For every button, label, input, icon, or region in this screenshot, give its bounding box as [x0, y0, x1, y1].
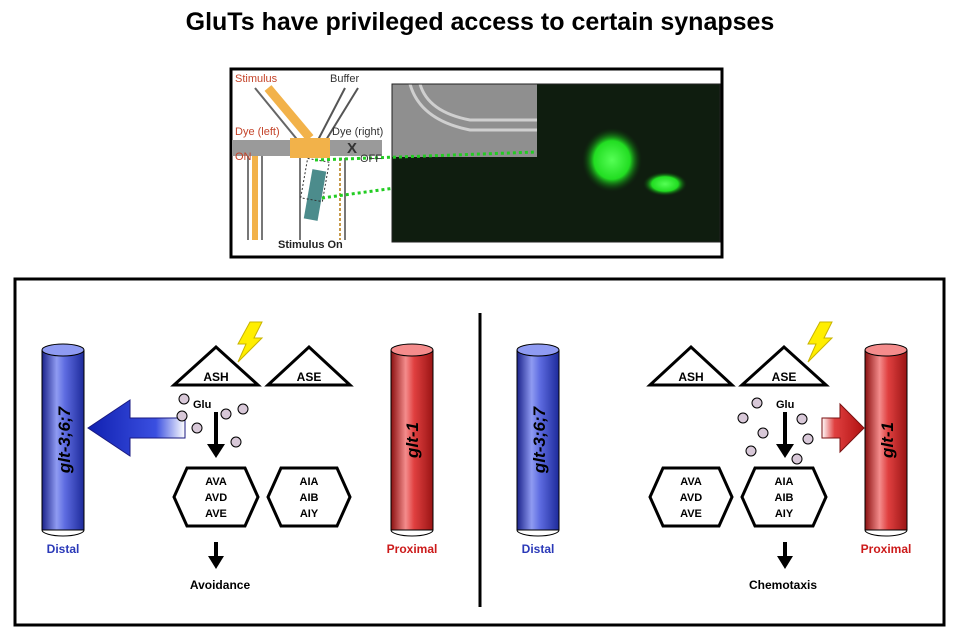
distal-cylinder: glt-3;6;7	[41, 343, 85, 537]
interneuron-label: AIY	[775, 508, 794, 520]
label-on: ON	[235, 151, 252, 163]
device-figure: Stimulus Buffer Dye (left) Dye (right) O…	[229, 67, 724, 259]
interneuron-label: AVA	[680, 476, 702, 488]
interneuron-label: AVD	[680, 492, 702, 504]
panel-left: glt-3;6;7 Distal glt-1 Proximal ASH ASE	[41, 321, 438, 592]
worm-body	[303, 169, 327, 221]
interneuron-label: AVA	[205, 476, 227, 488]
sensory-neuron-label: ASH	[203, 370, 228, 384]
transport-arrow-to-distal	[87, 399, 186, 457]
sensory-neuron-triangle	[264, 344, 354, 387]
distal-label: Distal	[47, 542, 80, 556]
label-off: OFF	[360, 153, 382, 165]
glutamate-vesicles	[176, 393, 249, 448]
sensory-neuron-triangle	[738, 344, 830, 387]
proximal-label: Proximal	[387, 542, 438, 556]
lightning-icon	[237, 321, 264, 363]
sensory-neuron-triangle	[170, 344, 262, 387]
label-buffer: Buffer	[330, 73, 359, 85]
proximal-gene-label: glt-1	[878, 422, 897, 459]
proximal-cylinder: glt-1	[390, 343, 434, 537]
label-dye-right: Dye (right)	[332, 126, 383, 138]
interneuron-label: AIA	[300, 476, 319, 488]
interneuron-hexagon	[648, 466, 734, 528]
zoom-line-upper	[314, 150, 538, 162]
panel-right: glt-3;6;7 Distal glt-1 Proximal ASH ASE	[516, 321, 912, 592]
interneuron-label: AVD	[205, 492, 227, 504]
sensory-neuron-label: ASH	[678, 370, 703, 384]
proximal-gene-label: glt-1	[403, 422, 422, 459]
interneuron-hexagon	[740, 466, 828, 528]
glu-label: Glu	[776, 399, 794, 411]
gfp-neuron-signal	[582, 128, 642, 192]
label-stimulus-on: Stimulus On	[278, 239, 343, 251]
stimulus-channel	[264, 85, 314, 141]
outcome-label: Avoidance	[190, 578, 251, 592]
interneuron-hexagon	[172, 466, 260, 528]
interneuron-label: AVE	[680, 508, 702, 520]
interneuron-label: AVE	[205, 508, 227, 520]
label-x-mark: X	[347, 140, 357, 157]
label-dye-left: Dye (left)	[235, 126, 280, 138]
label-stimulus: Stimulus	[235, 73, 278, 85]
distal-cylinder: glt-3;6;7	[516, 343, 560, 537]
glu-label: Glu	[193, 399, 211, 411]
sensory-neuron-label: ASE	[297, 370, 322, 384]
interneuron-label: AIA	[775, 476, 794, 488]
gfp-neuron-signal-small	[643, 172, 687, 196]
glutamate-vesicles	[737, 397, 814, 465]
distal-label: Distal	[522, 542, 555, 556]
zoom-line-lower	[321, 186, 396, 200]
interneuron-hexagon	[266, 466, 352, 528]
proximal-cylinder: glt-1	[864, 343, 908, 537]
distal-gene-label: glt-3;6;7	[530, 405, 549, 474]
interneuron-label: AIB	[300, 492, 319, 504]
distal-gene-label: glt-3;6;7	[55, 405, 74, 474]
microfluidic-schematic	[232, 85, 396, 240]
lightning-icon	[807, 321, 834, 363]
sensory-neuron-triangle	[646, 344, 736, 387]
interneuron-label: AIY	[300, 508, 319, 520]
outcome-label: Chemotaxis	[749, 578, 817, 592]
transport-arrow-to-proximal	[821, 402, 865, 454]
page-title: GluTs have privileged access to certain …	[185, 8, 775, 36]
sensory-neuron-label: ASE	[772, 370, 797, 384]
proximal-label: Proximal	[861, 542, 912, 556]
interneuron-label: AIB	[775, 492, 794, 504]
